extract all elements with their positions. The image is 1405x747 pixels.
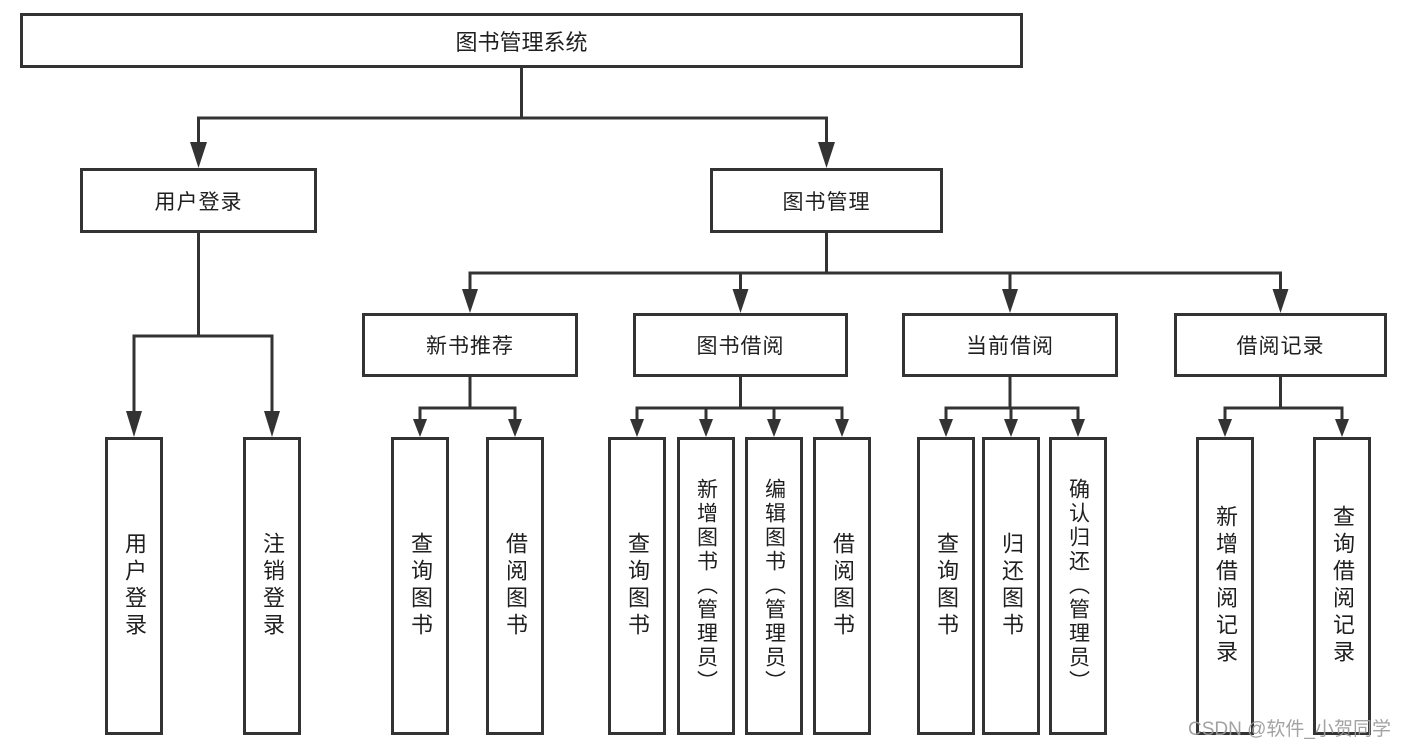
leaf-borrow-books-recommend: 借阅图书	[486, 437, 544, 735]
node-library-system-label: 图书管理系统	[455, 29, 588, 55]
leaf-borrow-books-borrowing: 借阅图书	[813, 437, 871, 735]
node-current-borrowing: 当前借阅	[902, 313, 1118, 377]
leaf-add-borrow-record: 新增借阅记录	[1196, 437, 1254, 735]
node-book-management-label: 图书管理	[782, 190, 871, 214]
node-borrowing-records: 借阅记录	[1174, 313, 1387, 377]
leaf-borrow-books-borrowing-label: 借阅图书	[830, 532, 855, 640]
leaf-user-login: 用户登录	[105, 437, 163, 735]
leaf-add-books-admin: 新增图书（管理员）	[677, 437, 735, 735]
leaf-confirm-return-admin: 确认归还（管理员）	[1049, 437, 1107, 735]
leaf-return-books: 归还图书	[982, 437, 1040, 735]
node-user-login-label: 用户登录	[154, 190, 243, 214]
node-new-book-recommend: 新书推荐	[362, 313, 578, 377]
leaf-query-books-recommend-label: 查询图书	[408, 532, 433, 640]
leaf-edit-books-admin: 编辑图书（管理员）	[745, 437, 803, 735]
leaf-query-books-borrowing-label: 查询图书	[625, 532, 650, 640]
node-user-login: 用户登录	[80, 168, 317, 233]
leaf-add-books-admin-label: 新增图书（管理员）	[694, 478, 718, 694]
node-new-book-recommend-label: 新书推荐	[426, 335, 514, 358]
leaf-query-books-current-label: 查询图书	[934, 532, 959, 640]
node-book-borrowing: 图书借阅	[633, 313, 848, 377]
leaf-return-books-label: 归还图书	[999, 532, 1024, 640]
leaf-user-login-label: 用户登录	[122, 532, 147, 640]
node-current-borrowing-label: 当前借阅	[966, 335, 1054, 358]
leaf-query-books-borrowing: 查询图书	[608, 437, 666, 735]
node-borrowing-records-label: 借阅记录	[1236, 335, 1325, 358]
leaf-query-books-current: 查询图书	[917, 437, 975, 735]
leaf-edit-books-admin-label: 编辑图书（管理员）	[762, 478, 786, 694]
node-book-borrowing-label: 图书借阅	[696, 335, 785, 358]
leaf-query-borrow-record-label: 查询借阅记录	[1330, 505, 1355, 667]
leaf-query-books-recommend: 查询图书	[391, 437, 449, 735]
csdn-watermark: CSDN @软件_小贺同学	[1188, 719, 1391, 740]
leaf-add-borrow-record-label: 新增借阅记录	[1213, 505, 1238, 667]
node-book-management: 图书管理	[710, 168, 943, 233]
node-library-system: 图书管理系统	[20, 13, 1023, 68]
leaf-logout: 注销登录	[243, 437, 301, 735]
leaf-logout-label: 注销登录	[260, 532, 285, 640]
leaf-borrow-books-recommend-label: 借阅图书	[503, 532, 528, 640]
leaf-query-borrow-record: 查询借阅记录	[1313, 437, 1371, 735]
leaf-confirm-return-admin-label: 确认归还（管理员）	[1066, 478, 1090, 694]
